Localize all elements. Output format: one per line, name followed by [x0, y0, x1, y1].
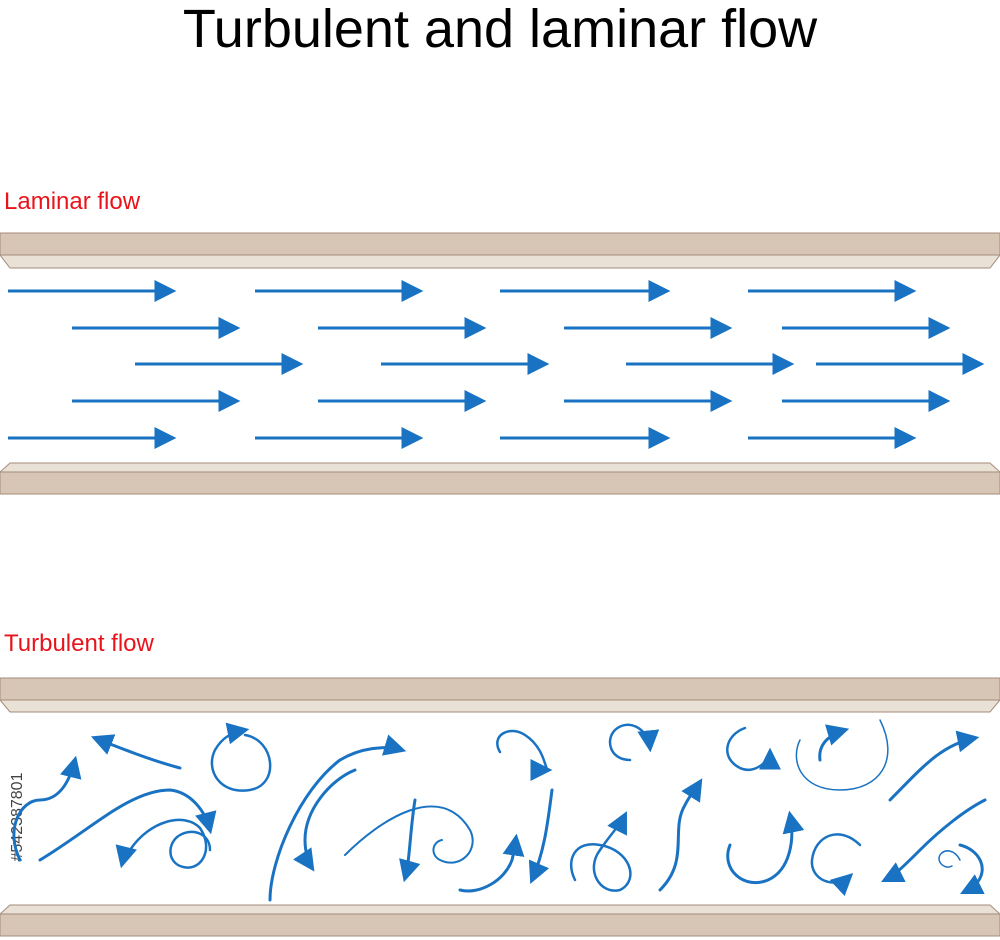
swirl-arrow-icon [795, 719, 889, 791]
swirl-arrow-icon [115, 818, 212, 869]
turbulent-top-wall [0, 677, 1000, 713]
swirl-arrow-icon [569, 811, 632, 892]
laminar-arrows [8, 280, 985, 449]
swirl-arrow-icon [12, 755, 82, 862]
swirl-arrow-icon [818, 724, 850, 762]
turbulent-flow-label: Turbulent flow [4, 630, 154, 657]
swirl-arrow-icon [726, 810, 805, 885]
swirl-arrow-icon [458, 833, 525, 893]
swirl-arrow-icon [90, 734, 182, 770]
swirl-arrow-icon [293, 768, 357, 872]
swirl-arrow-icon [958, 843, 985, 894]
laminar-flow-label: Laminar flow [4, 188, 141, 215]
diagram-title: Turbulent and laminar flow [182, 0, 818, 59]
swirl-arrow-icon [38, 788, 217, 862]
turbulent-bottom-wall [0, 904, 1000, 937]
swirl-arrow-icon [810, 833, 862, 897]
swirl-arrow-icon [210, 722, 272, 792]
swirl-arrow-icon [528, 788, 554, 885]
swirl-arrow-icon [496, 729, 553, 781]
swirl-arrow-icon [888, 730, 980, 802]
swirl-arrow-icon [608, 723, 660, 762]
laminar-bottom-wall [0, 462, 1000, 495]
swirl-arrow-icon [938, 850, 961, 868]
turbulent-arrows [12, 719, 987, 902]
swirl-arrow-icon [268, 734, 407, 902]
swirl-arrow-icon [344, 805, 474, 864]
swirl-arrow-icon [658, 778, 703, 892]
laminar-top-wall [0, 232, 1000, 269]
swirl-arrow-icon [399, 798, 421, 883]
swirl-arrow-icon [881, 798, 987, 882]
swirl-arrow-icon [726, 726, 781, 771]
